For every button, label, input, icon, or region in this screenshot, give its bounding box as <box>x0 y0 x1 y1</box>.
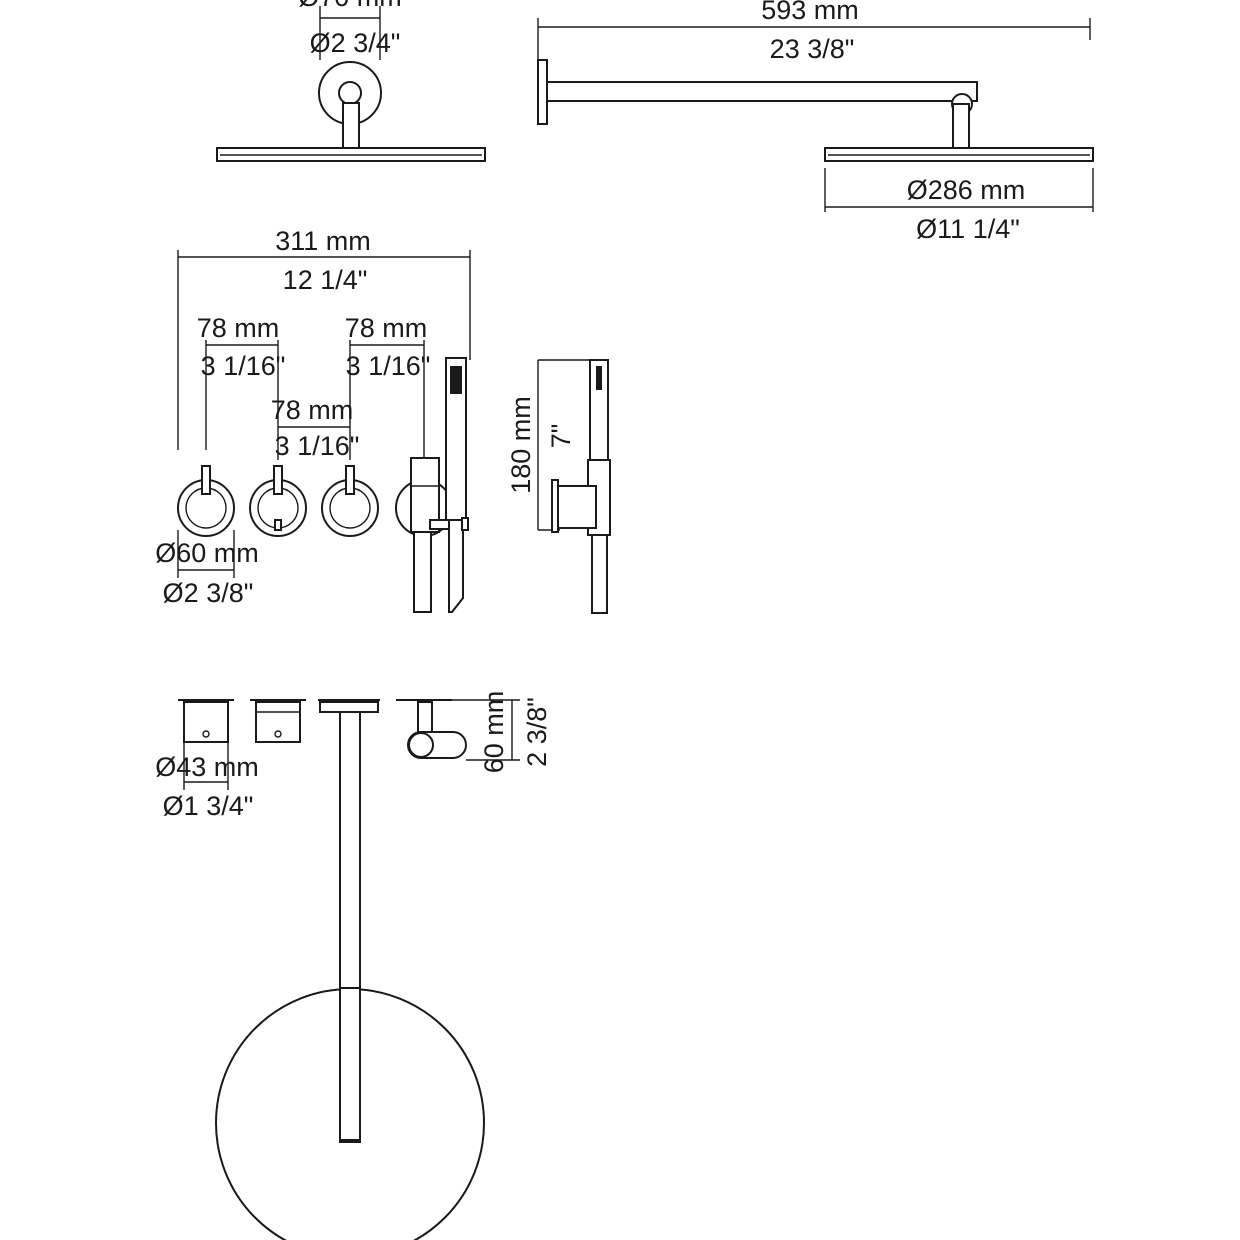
hand-shower-handle <box>448 519 464 613</box>
spacing-a-in: 3 1/16" <box>201 351 286 381</box>
valve-lever-2 <box>273 465 283 495</box>
flange-diameter-mm: Ø70 mm <box>298 0 402 12</box>
arm-end <box>338 81 362 105</box>
spacing-c-in: 3 1/16" <box>275 431 360 461</box>
top-shower-arm-over-head <box>339 987 361 1141</box>
top-knob-2-dot <box>274 730 282 738</box>
controls-front-view: 311 mm 12 1/4" 78 mm 3 1/16" 78 mm 3 1/1… <box>155 226 471 613</box>
top-holder-stem <box>417 701 433 733</box>
top-holder-ring <box>408 732 434 758</box>
spacing-a-mm: 78 mm <box>197 313 280 343</box>
head-diameter-in: Ø11 1/4" <box>916 214 1020 244</box>
handshower-length-in: 7" <box>546 424 576 449</box>
rosette-diameter-mm: Ø60 mm <box>155 538 259 568</box>
hand-shower-nozzle-side <box>596 366 602 390</box>
shower-arm-side-view: 593 mm 23 3/8" Ø286 mm Ø11 1/4" <box>537 0 1094 244</box>
arm-length-mm: 593 mm <box>761 0 859 25</box>
hose-side <box>591 534 608 614</box>
spacing-b-in: 3 1/16" <box>346 351 431 381</box>
head-connector <box>952 103 970 149</box>
knob-diameter-in: Ø1 3/4" <box>163 791 254 821</box>
top-knob-1-dot <box>202 730 210 738</box>
total-width-mm: 311 mm <box>275 226 371 256</box>
total-width-in: 12 1/4" <box>283 265 368 295</box>
rosette-diameter-in: Ø2 3/8" <box>163 578 254 608</box>
top-arm-flange <box>319 701 379 713</box>
hand-shower-side-view: 180 mm 7" <box>506 359 611 614</box>
shower-arm <box>546 81 978 102</box>
top-knob-2 <box>255 701 301 743</box>
holder-clip <box>461 517 469 531</box>
valve-lever-3 <box>345 465 355 495</box>
knob-diameter-mm: Ø43 mm <box>155 752 259 782</box>
hand-shower-hose-connector <box>413 531 432 613</box>
valve-lever-1 <box>201 465 211 495</box>
flange-diameter-in: Ø2 3/4" <box>310 28 401 58</box>
spacing-c-mm: 78 mm <box>271 395 354 425</box>
arm-length-in: 23 3/8" <box>770 34 855 64</box>
handshower-length-mm: 180 mm <box>506 396 536 494</box>
top-view: Ø43 mm Ø1 3/4" 60 mm 2 3/8" <box>155 691 552 1240</box>
shower-head-front-view: Ø70 mm Ø2 3/4" <box>216 0 486 162</box>
head-diameter-mm: Ø286 mm <box>907 175 1026 205</box>
projection-mm: 60 mm <box>479 691 509 774</box>
wall-plate-holder-side <box>551 479 559 533</box>
drop-pipe <box>342 102 360 149</box>
wall-plate-side <box>537 59 548 125</box>
valve-marker-2 <box>274 519 282 531</box>
projection-in: 2 3/8" <box>522 697 552 767</box>
spacing-b-mm: 78 mm <box>345 313 428 343</box>
holder-side <box>555 485 597 529</box>
top-knob-1 <box>183 701 229 743</box>
hand-shower-nozzle <box>450 366 462 394</box>
